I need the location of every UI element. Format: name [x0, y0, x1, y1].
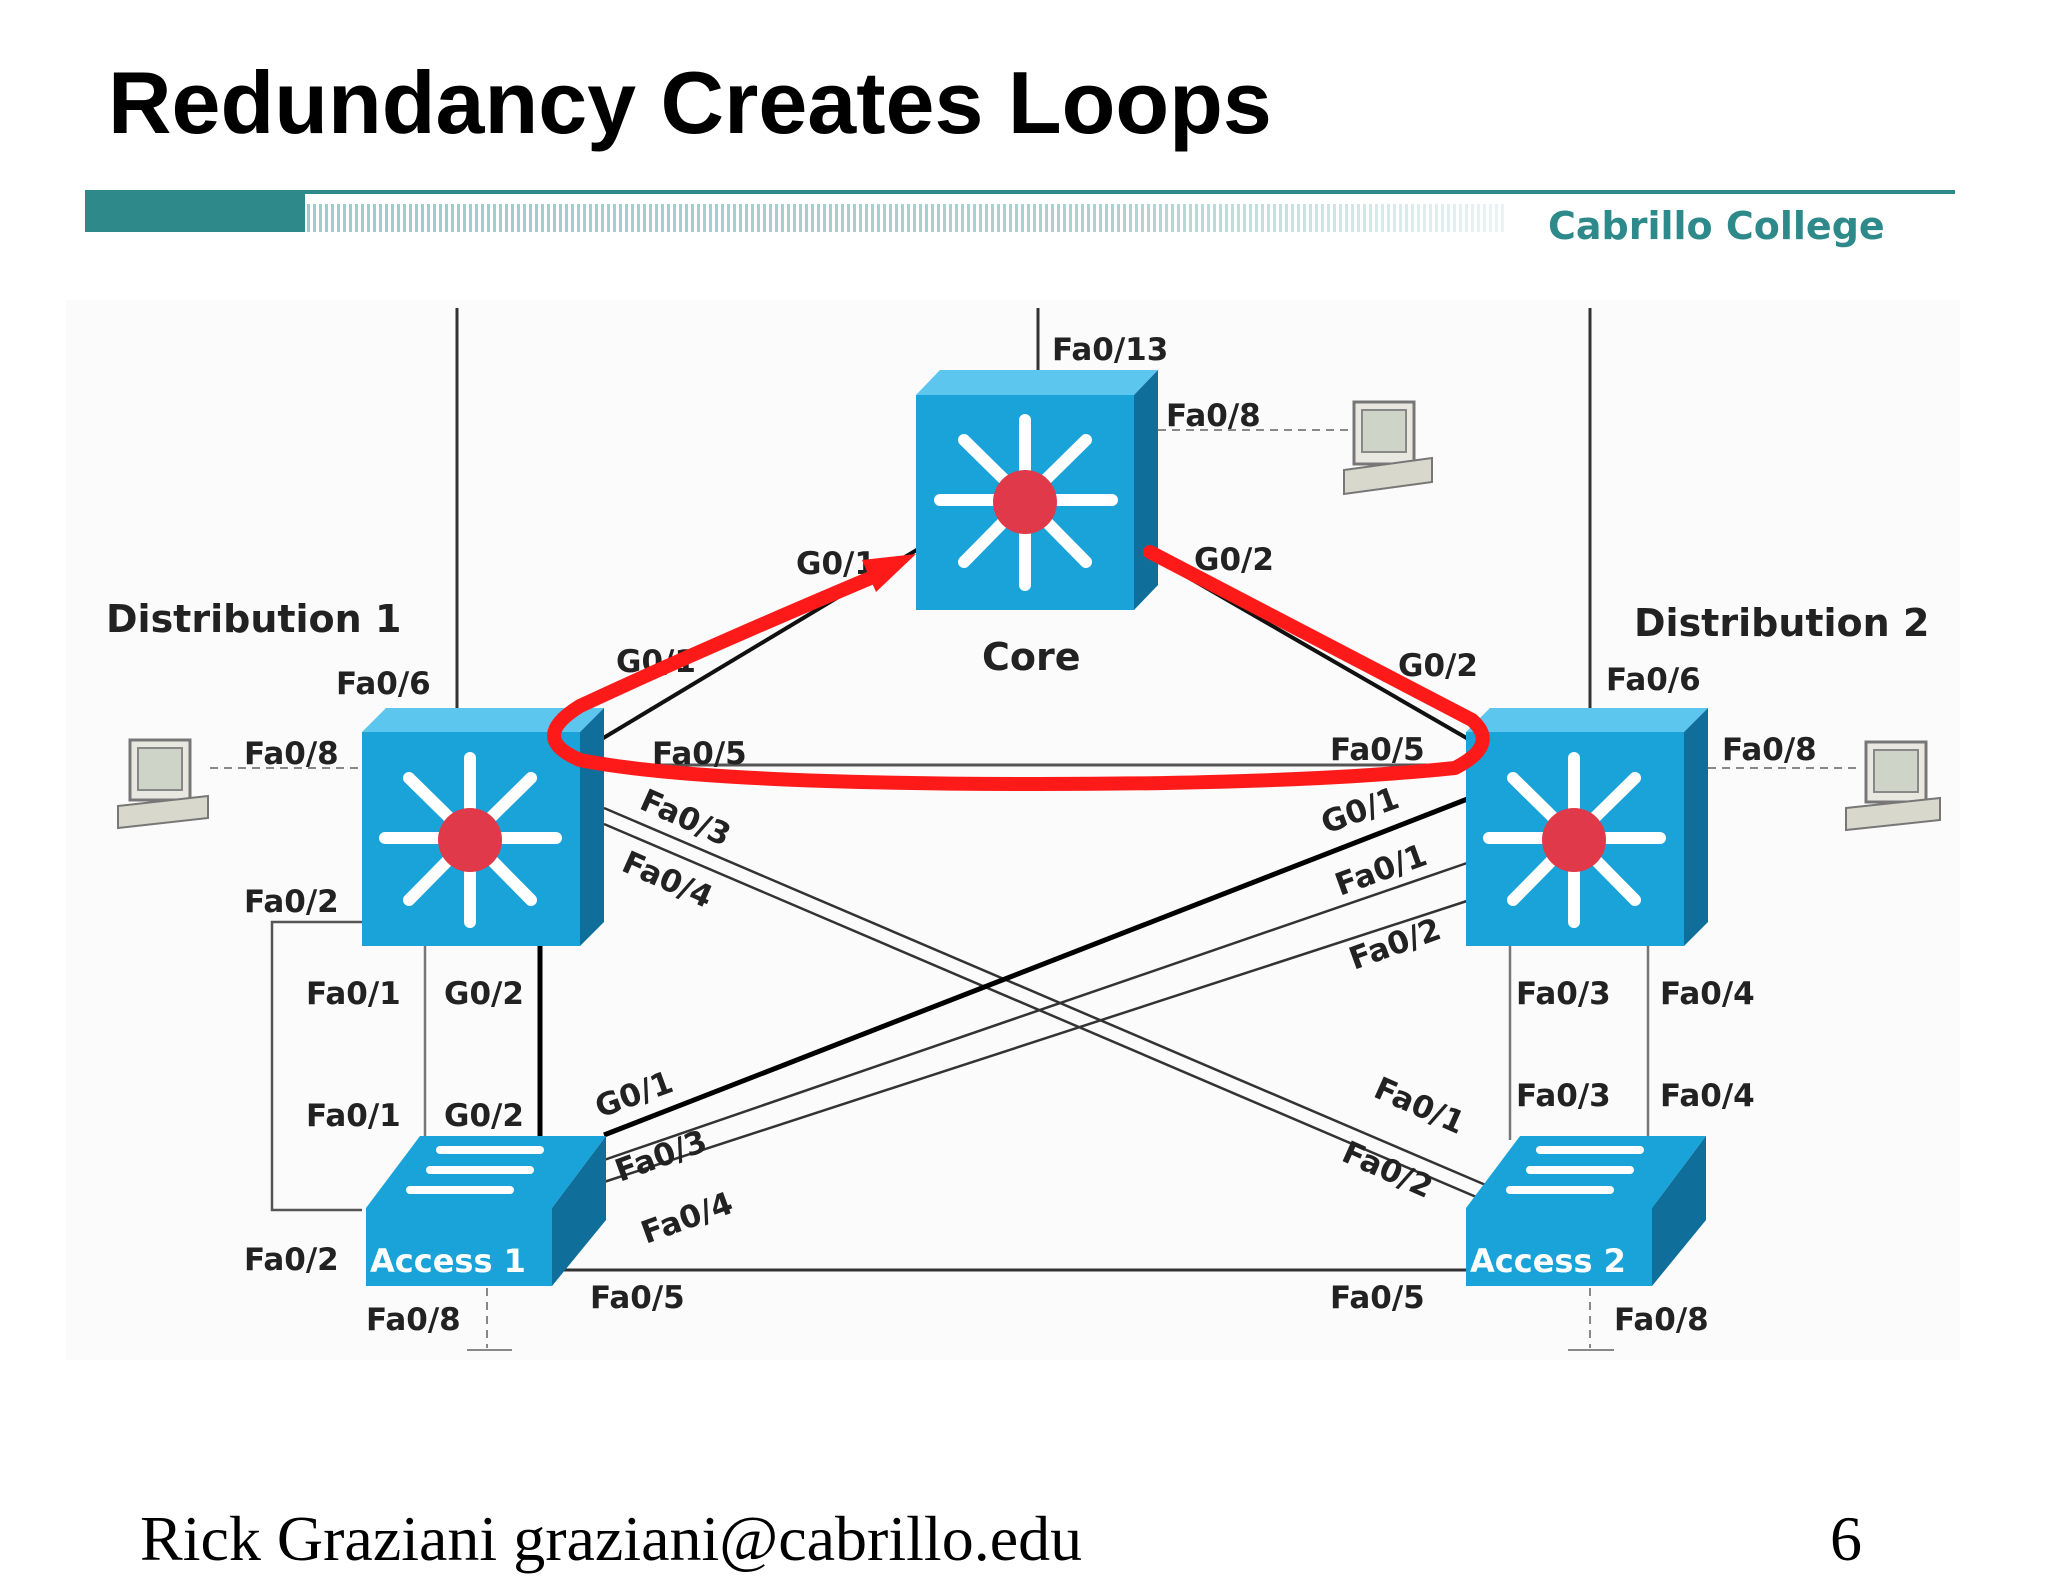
port-label: Fa0/8 [244, 736, 339, 772]
core-switch [916, 370, 1158, 610]
distribution1-label: Distribution 1 [106, 597, 401, 641]
distribution2-switch [1466, 708, 1708, 946]
port-label: Fa0/5 [1330, 732, 1425, 768]
port-label: Fa0/4 [1660, 1078, 1755, 1114]
port-label: Fa0/2 [244, 884, 339, 920]
port-label: Fa0/8 [366, 1302, 461, 1338]
port-label: Fa0/2 [244, 1242, 339, 1278]
port-label: Fa0/5 [590, 1280, 685, 1316]
port-label: Fa0/6 [1606, 662, 1701, 698]
brand-label: Cabrillo College [1548, 204, 1885, 248]
footer-author: Rick Graziani graziani@cabrillo.edu [140, 1503, 1083, 1574]
slide-title: Redundancy Creates Loops [108, 53, 1272, 152]
port-label: G0/2 [1398, 648, 1478, 684]
port-label: Fa0/1 [306, 976, 401, 1012]
access2-switch [1466, 1136, 1706, 1286]
access1-switch [366, 1136, 606, 1286]
slide: Redundancy Creates Loops Cabrillo Colleg… [85, 53, 1955, 1574]
port-label: Fa0/1 [306, 1098, 401, 1134]
distribution2-label: Distribution 2 [1634, 601, 1929, 645]
link-d1-a1-fa02 [270, 920, 362, 1212]
port-label: Fa0/3 [1516, 976, 1611, 1012]
link-a1-d2-fa03 [603, 860, 1471, 1162]
port-label: Fa0/5 [1330, 1280, 1425, 1316]
port-label: Fa0/8 [1722, 732, 1817, 768]
port-label: Fa0/8 [1166, 398, 1261, 434]
port-label: Fa0/4 [1660, 976, 1755, 1012]
port-label: G0/2 [444, 976, 524, 1012]
pc-icon [1845, 740, 1941, 832]
network-diagram: Core Distribution 1 Distribution 2 Acces… [106, 308, 1941, 1351]
pc-icon [117, 738, 209, 830]
link-d1-a2-fa04 [603, 822, 1489, 1204]
access2-label: Access 2 [1470, 1242, 1626, 1280]
port-label: Fa0/13 [1052, 332, 1168, 368]
pc-icon [1343, 400, 1433, 496]
distribution1-switch [362, 708, 604, 946]
link-d1-a2-fa03 [603, 806, 1489, 1188]
link-a1-d2-fa04 [603, 898, 1471, 1184]
port-label: G0/2 [1194, 542, 1274, 578]
port-label: G0/2 [444, 1098, 524, 1134]
core-label: Core [982, 635, 1081, 679]
header-banner [85, 190, 1955, 232]
link-a1-d2-g01 [603, 795, 1471, 1138]
page-number: 6 [1830, 1503, 1862, 1574]
port-label: Fa0/6 [336, 666, 431, 702]
port-label: Fa0/3 [1516, 1078, 1611, 1114]
loop-arrowhead [862, 554, 916, 592]
access1-label: Access 1 [370, 1242, 526, 1280]
loop-annotation [547, 545, 1490, 791]
port-label: Fa0/8 [1614, 1302, 1709, 1338]
